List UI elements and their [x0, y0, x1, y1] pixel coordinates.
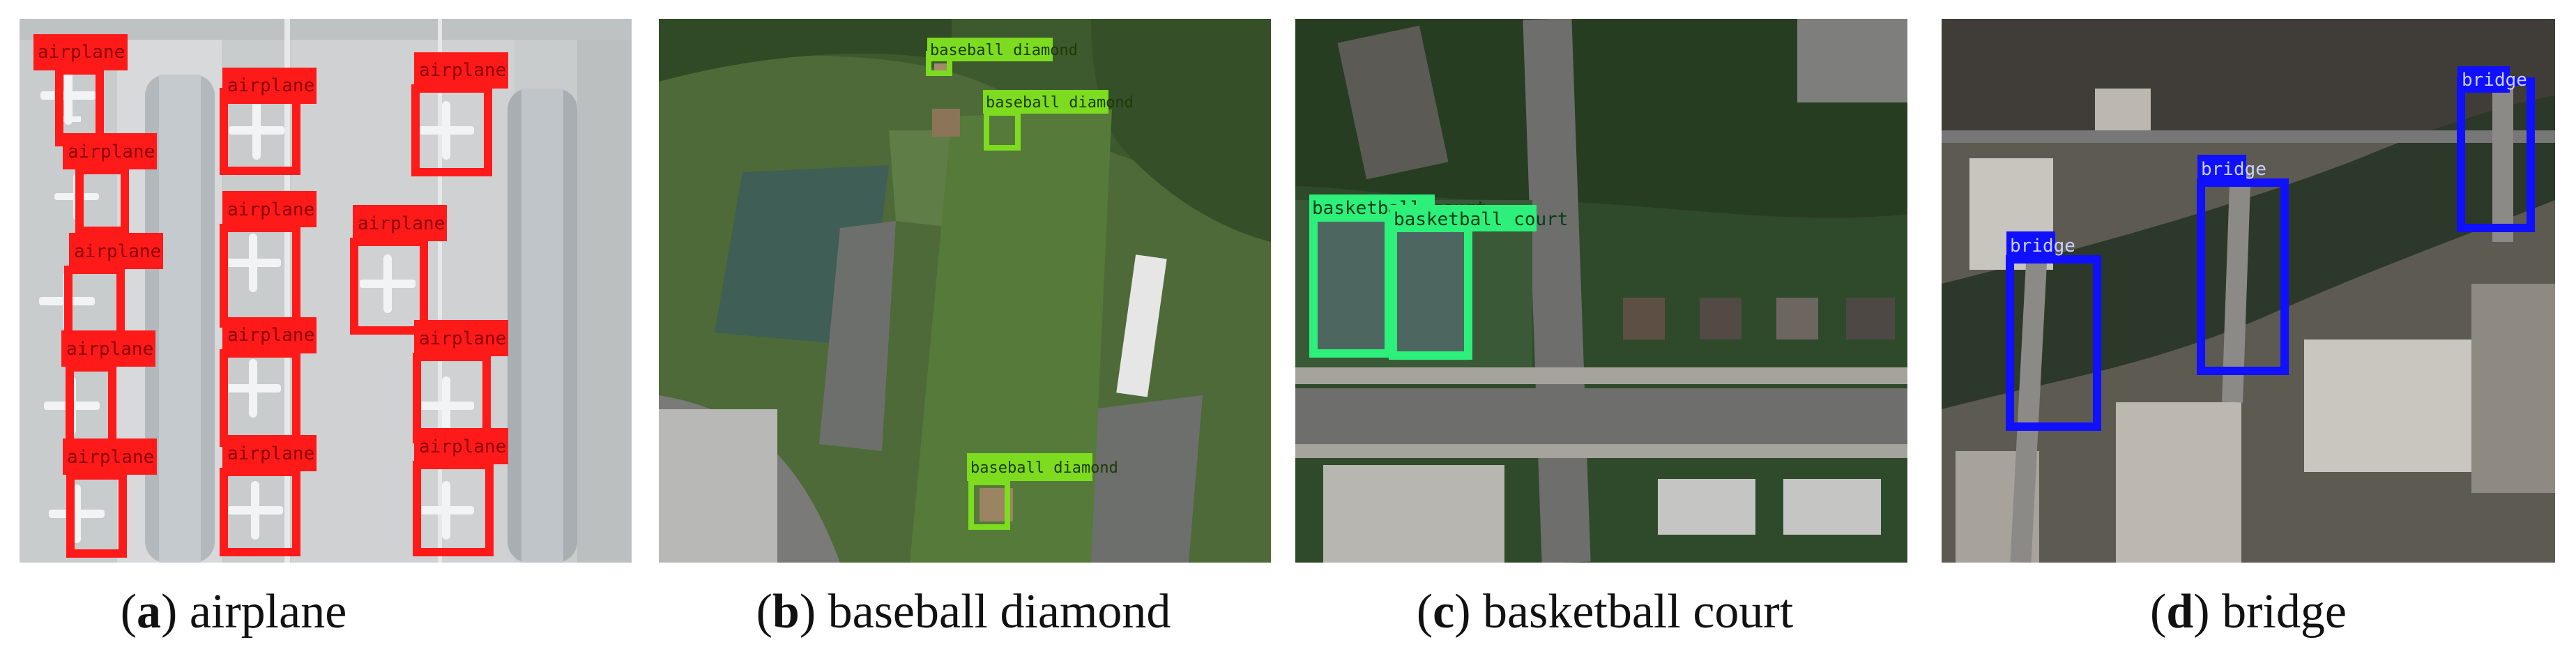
caption-text: baseball diamond — [828, 585, 1171, 639]
detection-box: airplane — [220, 68, 317, 175]
detection-label: bridge — [2010, 236, 2075, 257]
detection-label: baseball diamond — [930, 42, 1078, 59]
detection-label: airplane — [66, 339, 153, 360]
park-aerial-image: baseball diamond baseball diamond baseba… — [659, 19, 1271, 563]
detection-box: airplane — [350, 205, 447, 335]
caption-airplane: (a) airplane — [120, 585, 347, 639]
panel-bridge: bridge bridge bridge — [1942, 19, 2555, 563]
caption-text: bridge — [2222, 585, 2347, 639]
panel-airplane: airplane airplane airplane airplane airp… — [20, 19, 632, 563]
caption-letter: c — [1433, 585, 1455, 639]
basketball-court-detections: basketball court basketball court — [1309, 194, 1568, 360]
baseball-diamond-detections: baseball diamond baseball diamond baseba… — [926, 38, 1134, 530]
caption-bridge: (d) bridge — [2150, 585, 2347, 639]
caption-baseball-diamond: (b) baseball diamond — [756, 585, 1171, 639]
detection-label: airplane — [227, 199, 314, 220]
detection-box: bridge — [2006, 231, 2101, 431]
detection-box: baseball diamond — [983, 90, 1134, 151]
detection-label: airplane — [227, 443, 314, 464]
detection-box: bridge — [2457, 66, 2535, 232]
detection-box: airplane — [63, 133, 157, 235]
detection-label: basketball court — [1394, 209, 1568, 230]
detection-box: airplane — [63, 438, 157, 558]
detection-box: airplane — [413, 428, 508, 556]
caption-letter: d — [2166, 585, 2194, 639]
detection-label: airplane — [227, 325, 314, 346]
detection-label: airplane — [68, 142, 155, 162]
detection-label: airplane — [74, 241, 161, 262]
detection-label: airplane — [227, 75, 314, 96]
neighborhood-aerial-image: basketball court basketball court — [1295, 19, 1907, 563]
detection-box: basketball court — [1389, 205, 1568, 360]
detection-box: airplane — [61, 330, 155, 450]
detection-box: bridge — [2197, 155, 2289, 375]
panel-basketball-court: basketball court basketball court — [1295, 19, 1907, 563]
detection-box: airplane — [411, 52, 508, 176]
panel-baseball-diamond: baseball diamond baseball diamond baseba… — [659, 19, 1271, 563]
detection-label: airplane — [419, 436, 506, 457]
river-city-aerial-image: bridge bridge bridge — [1942, 19, 2555, 563]
detection-label: baseball diamond — [986, 94, 1134, 112]
detection-label: airplane — [419, 328, 506, 349]
detection-box: airplane — [220, 191, 317, 328]
bridge-detections: bridge bridge bridge — [2006, 66, 2535, 431]
caption-letter: b — [772, 585, 800, 639]
detection-box: airplane — [220, 435, 317, 556]
detection-label: airplane — [67, 447, 154, 468]
caption-basketball-court: (c) basketball court — [1416, 585, 1794, 639]
airport-aerial-image: airplane airplane airplane airplane airp… — [20, 19, 632, 563]
caption-text: airplane — [189, 585, 347, 639]
detection-label: airplane — [38, 42, 125, 63]
detection-box: baseball diamond — [926, 38, 1078, 76]
airplane-detections: airplane airplane airplane airplane airp… — [33, 34, 508, 558]
detection-box: baseball diamond — [967, 453, 1118, 530]
detection-label: airplane — [419, 60, 506, 81]
detection-label: bridge — [2462, 70, 2527, 91]
caption-text: basketball court — [1483, 585, 1794, 639]
detection-label: bridge — [2201, 159, 2266, 180]
detection-label: baseball diamond — [970, 459, 1118, 477]
caption-letter: a — [137, 585, 162, 639]
detection-label: airplane — [358, 213, 445, 234]
